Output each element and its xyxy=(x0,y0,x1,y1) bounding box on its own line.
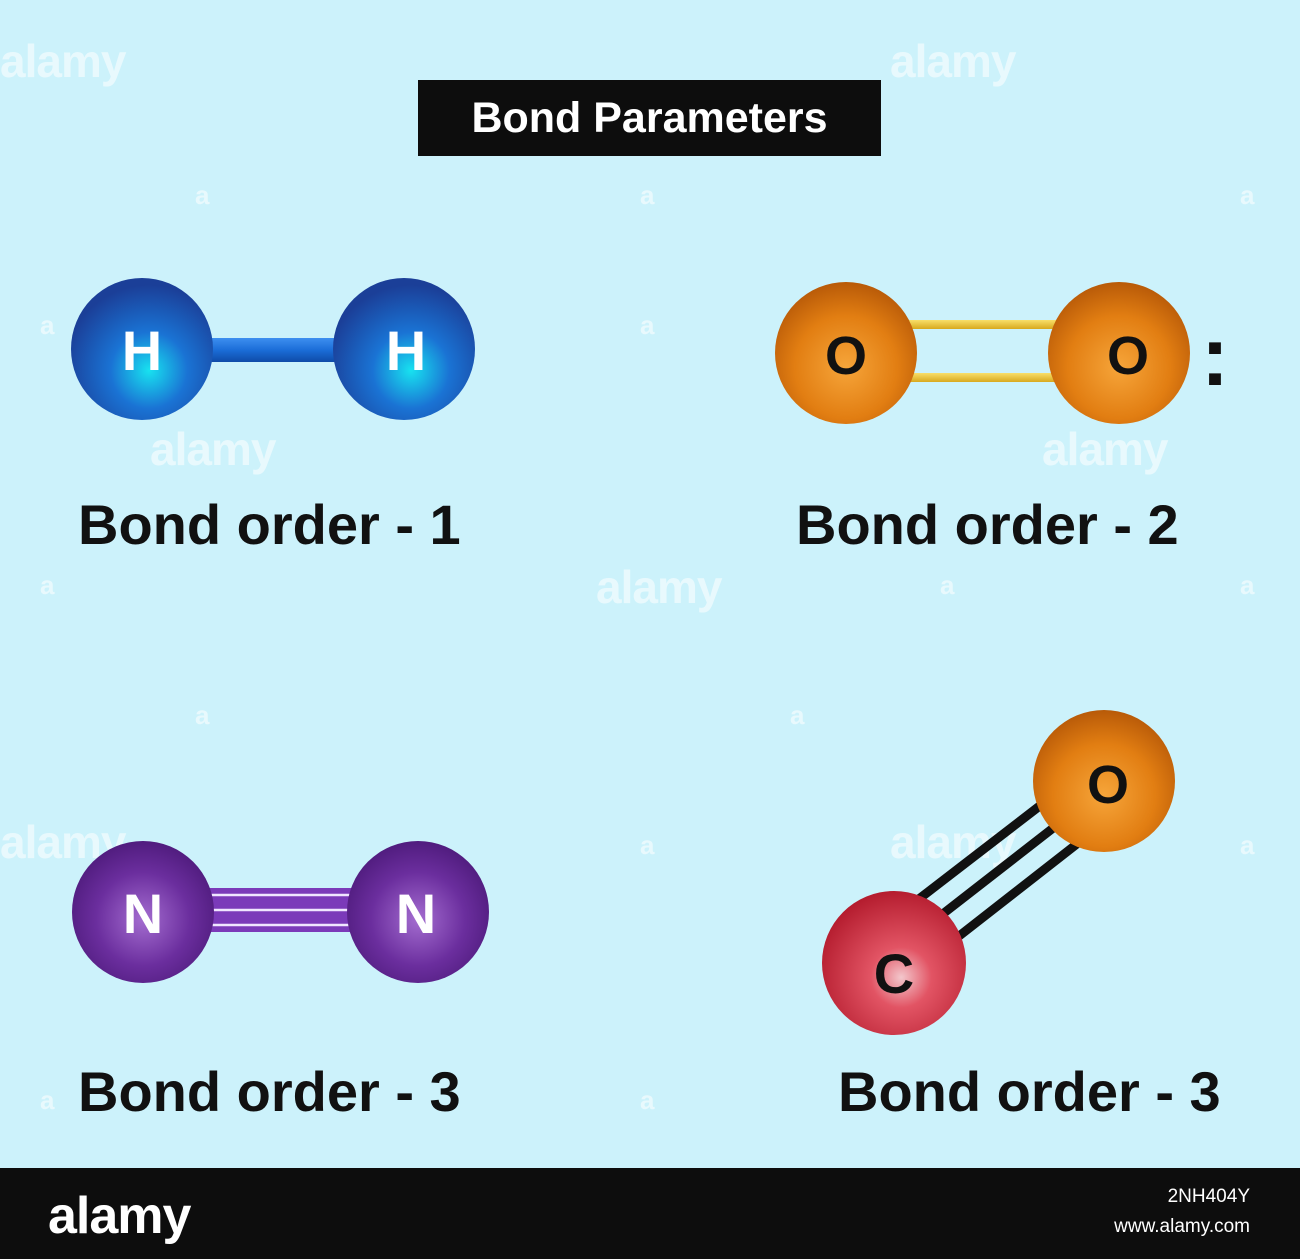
atom-symbol: N xyxy=(123,882,163,945)
triple-bond-line xyxy=(912,794,1053,906)
single-bond xyxy=(205,338,340,362)
molecule-diagrams: H H O O : N N C O xyxy=(71,278,1229,1035)
page-title: Bond Parameters xyxy=(418,80,881,156)
hydrogen-atom xyxy=(333,278,475,420)
atom-symbol: O xyxy=(825,326,867,386)
carbon-atom xyxy=(822,891,966,1035)
oxygen-atom xyxy=(1033,710,1175,852)
footer-logo: alamy xyxy=(48,1187,191,1245)
image-id: 2NH404Y xyxy=(1167,1186,1250,1207)
atom-symbol: N xyxy=(396,882,436,945)
molecule-o2: O O : xyxy=(775,282,1229,424)
watermark-mark: a xyxy=(940,570,955,600)
oxygen-atom xyxy=(1048,282,1190,424)
atom-symbol: O xyxy=(1087,755,1129,815)
footer-bar: alamy 2NH404Y www.alamy.com xyxy=(0,1168,1300,1259)
molecule-co: C O xyxy=(822,710,1175,1035)
atom-symbol: H xyxy=(386,319,426,382)
double-bond-line xyxy=(905,373,1065,382)
atom-symbol: O xyxy=(1107,326,1149,386)
watermark: alamy xyxy=(890,35,1016,87)
molecule-n2: N N xyxy=(72,841,489,983)
bond-order-label-n2: Bond order - 3 xyxy=(78,1060,461,1123)
watermark-mark: a xyxy=(195,180,210,210)
atom-symbol: H xyxy=(122,319,162,382)
watermark-mark: a xyxy=(640,310,655,340)
footer-info: 2NH404Y www.alamy.com xyxy=(1114,1182,1250,1242)
watermark-mark: a xyxy=(40,570,55,600)
watermark-mark: a xyxy=(195,700,210,730)
watermark-mark: a xyxy=(640,1085,655,1115)
bond-order-label-h2: Bond order - 1 xyxy=(78,493,461,556)
watermark: alamy xyxy=(0,35,126,87)
triple-bond-line xyxy=(951,836,1085,944)
watermark-mark: a xyxy=(640,180,655,210)
watermark: alamy xyxy=(150,423,276,475)
watermark-mark: a xyxy=(1240,830,1255,860)
watermark: alamy xyxy=(1042,423,1168,475)
site-url: www.alamy.com xyxy=(1114,1216,1250,1237)
atom-symbol: C xyxy=(874,942,914,1005)
watermark-mark: a xyxy=(790,700,805,730)
watermark-mark: a xyxy=(40,310,55,340)
double-bond-line xyxy=(905,320,1065,329)
watermark-mark: a xyxy=(1240,570,1255,600)
oxygen-atom xyxy=(775,282,917,424)
nitrogen-atom xyxy=(347,841,489,983)
bond-order-label-co: Bond order - 3 xyxy=(838,1060,1221,1123)
lone-pair-icon: : xyxy=(1201,309,1229,403)
watermark: alamy xyxy=(596,561,722,613)
watermark-mark: a xyxy=(1240,180,1255,210)
molecule-h2: H H xyxy=(71,278,475,420)
watermark-mark: a xyxy=(640,830,655,860)
nitrogen-atom xyxy=(72,841,214,983)
hydrogen-atom xyxy=(71,278,213,420)
triple-bond-line xyxy=(932,814,1069,924)
diagram-canvas xyxy=(0,0,1300,1168)
bond-order-label-o2: Bond order - 2 xyxy=(796,493,1179,556)
watermark-mark: a xyxy=(40,1085,55,1115)
